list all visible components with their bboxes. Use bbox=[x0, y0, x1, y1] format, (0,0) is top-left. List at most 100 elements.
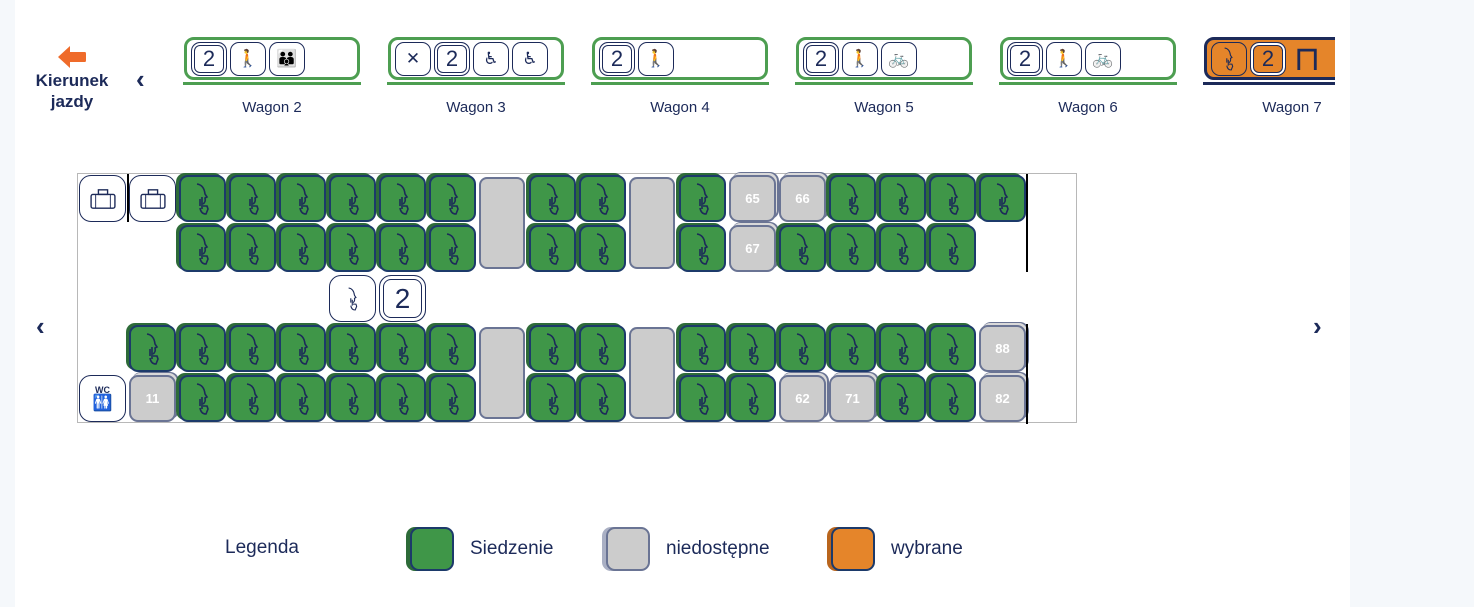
seat-available[interactable] bbox=[929, 375, 976, 422]
seat-available[interactable] bbox=[679, 325, 726, 372]
seat-available[interactable] bbox=[179, 225, 226, 272]
seat-available[interactable] bbox=[179, 325, 226, 372]
quiet-zone-icon bbox=[1211, 41, 1247, 76]
seat-available[interactable] bbox=[179, 375, 226, 422]
legend-item-unavailable: niedostępne bbox=[606, 527, 770, 571]
seat-available[interactable] bbox=[529, 325, 576, 372]
seat-available[interactable] bbox=[379, 375, 426, 422]
seat-unavailable-11: 11 bbox=[129, 375, 176, 422]
seat-available[interactable] bbox=[679, 375, 726, 422]
seat-available[interactable] bbox=[579, 375, 626, 422]
seat-unavailable-71: 71 bbox=[829, 375, 876, 422]
seat-available[interactable] bbox=[329, 325, 376, 372]
luggage-rack-icon bbox=[79, 175, 126, 222]
seat-available[interactable] bbox=[529, 225, 576, 272]
seat-unavailable-88: 88 bbox=[979, 325, 1026, 372]
seat-available[interactable] bbox=[329, 375, 376, 422]
wagon-underline bbox=[591, 82, 769, 85]
seat-available[interactable] bbox=[929, 225, 976, 272]
seat-available[interactable] bbox=[829, 225, 876, 272]
wagon-label: Wagon 4 bbox=[650, 99, 710, 116]
class-2-icon: 2 bbox=[1007, 41, 1043, 76]
quiet-zone-icon bbox=[329, 275, 376, 322]
seat-available[interactable] bbox=[779, 325, 826, 372]
wagon-tab-2[interactable]: 2🚶👪Wagon 2 bbox=[183, 36, 361, 126]
table bbox=[479, 327, 525, 419]
seat-available[interactable] bbox=[229, 375, 276, 422]
left-margin-strip bbox=[0, 0, 15, 607]
wagon-tab-5[interactable]: 2🚶🚲Wagon 5 bbox=[795, 36, 973, 126]
wagon-list-prev-button[interactable]: ‹ bbox=[136, 64, 145, 94]
seat-available[interactable] bbox=[579, 225, 626, 272]
wagon-label: Wagon 2 bbox=[242, 99, 302, 116]
travel-direction-indicator: Kierunek jazdy bbox=[26, 46, 118, 112]
seat-available[interactable] bbox=[329, 225, 376, 272]
seat-available[interactable] bbox=[879, 225, 926, 272]
direction-label-line2: jazdy bbox=[50, 92, 94, 111]
seat-available[interactable] bbox=[879, 325, 926, 372]
seat-available[interactable] bbox=[279, 175, 326, 222]
wagon-icons-box: 2🚶🚲 bbox=[1000, 37, 1176, 80]
seat-available[interactable] bbox=[879, 375, 926, 422]
seat-available[interactable] bbox=[129, 325, 176, 372]
seat-available[interactable] bbox=[279, 225, 326, 272]
seat-available[interactable] bbox=[579, 325, 626, 372]
seat-available[interactable] bbox=[729, 325, 776, 372]
bicycle-icon: 🚲 bbox=[1085, 41, 1121, 76]
wagon-tab-3[interactable]: ✕2♿♿Wagon 3 bbox=[387, 36, 565, 126]
blind-person-icon: 🚶 bbox=[1046, 41, 1082, 76]
seat-available[interactable] bbox=[929, 175, 976, 222]
legend-item-free: Siedzenie bbox=[410, 527, 553, 571]
wagon-wall-divider bbox=[1026, 324, 1028, 424]
seat-available[interactable] bbox=[229, 225, 276, 272]
seat-available[interactable] bbox=[879, 175, 926, 222]
seat-available[interactable] bbox=[979, 175, 1026, 222]
wagon-tab-6[interactable]: 2🚶🚲Wagon 6 bbox=[999, 36, 1177, 126]
seat-available[interactable] bbox=[529, 375, 576, 422]
seat-available[interactable] bbox=[279, 375, 326, 422]
seat-unavailable-67: 67 bbox=[729, 225, 776, 272]
seat-available[interactable] bbox=[529, 175, 576, 222]
seat-available[interactable] bbox=[429, 375, 476, 422]
wheelchair-icon: ♿ bbox=[473, 41, 509, 76]
wagon-icons-box: 2🚶🚲 bbox=[796, 37, 972, 80]
seat-available[interactable] bbox=[379, 325, 426, 372]
seat-available[interactable] bbox=[679, 225, 726, 272]
wagon-label: Wagon 7 bbox=[1262, 99, 1322, 116]
class-2-icon: 2 bbox=[599, 41, 635, 76]
table bbox=[629, 177, 675, 269]
legend-swatch-selected bbox=[831, 527, 875, 571]
seat-available[interactable] bbox=[379, 225, 426, 272]
arrow-left-icon bbox=[58, 46, 86, 68]
seat-available[interactable] bbox=[679, 175, 726, 222]
seat-available[interactable] bbox=[829, 325, 876, 372]
seat-available[interactable] bbox=[229, 175, 276, 222]
wagon-tab-7[interactable]: 2⊓Wagon 7 bbox=[1203, 36, 1335, 126]
seat-available[interactable] bbox=[429, 225, 476, 272]
seat-available[interactable] bbox=[829, 175, 876, 222]
seat-available[interactable] bbox=[429, 175, 476, 222]
wagon-tab-4[interactable]: 2🚶Wagon 4 bbox=[591, 36, 769, 126]
seat-available[interactable] bbox=[279, 325, 326, 372]
seat-available[interactable] bbox=[579, 175, 626, 222]
seat-available[interactable] bbox=[179, 175, 226, 222]
seat-map-prev-button[interactable]: ‹ bbox=[36, 311, 45, 341]
legend-label-unavailable: niedostępne bbox=[666, 538, 770, 559]
seat-map-next-button[interactable]: › bbox=[1313, 311, 1322, 341]
seat-available[interactable] bbox=[379, 175, 426, 222]
seat-available[interactable] bbox=[929, 325, 976, 372]
right-side-panel bbox=[1350, 0, 1474, 607]
seat-available[interactable] bbox=[779, 225, 826, 272]
class-2-icon: 2 bbox=[1250, 41, 1286, 76]
seat-available[interactable] bbox=[229, 325, 276, 372]
seat-available[interactable] bbox=[429, 325, 476, 372]
seat-available[interactable] bbox=[329, 175, 376, 222]
class-2-icon: 2 bbox=[379, 275, 426, 322]
wheelchair-companion-icon: ♿ bbox=[512, 41, 548, 76]
blind-person-icon: 🚶 bbox=[842, 41, 878, 76]
seat-available[interactable] bbox=[729, 375, 776, 422]
restaurant-icon: ✕ bbox=[395, 41, 431, 76]
class-2-icon: 2 bbox=[434, 41, 470, 76]
